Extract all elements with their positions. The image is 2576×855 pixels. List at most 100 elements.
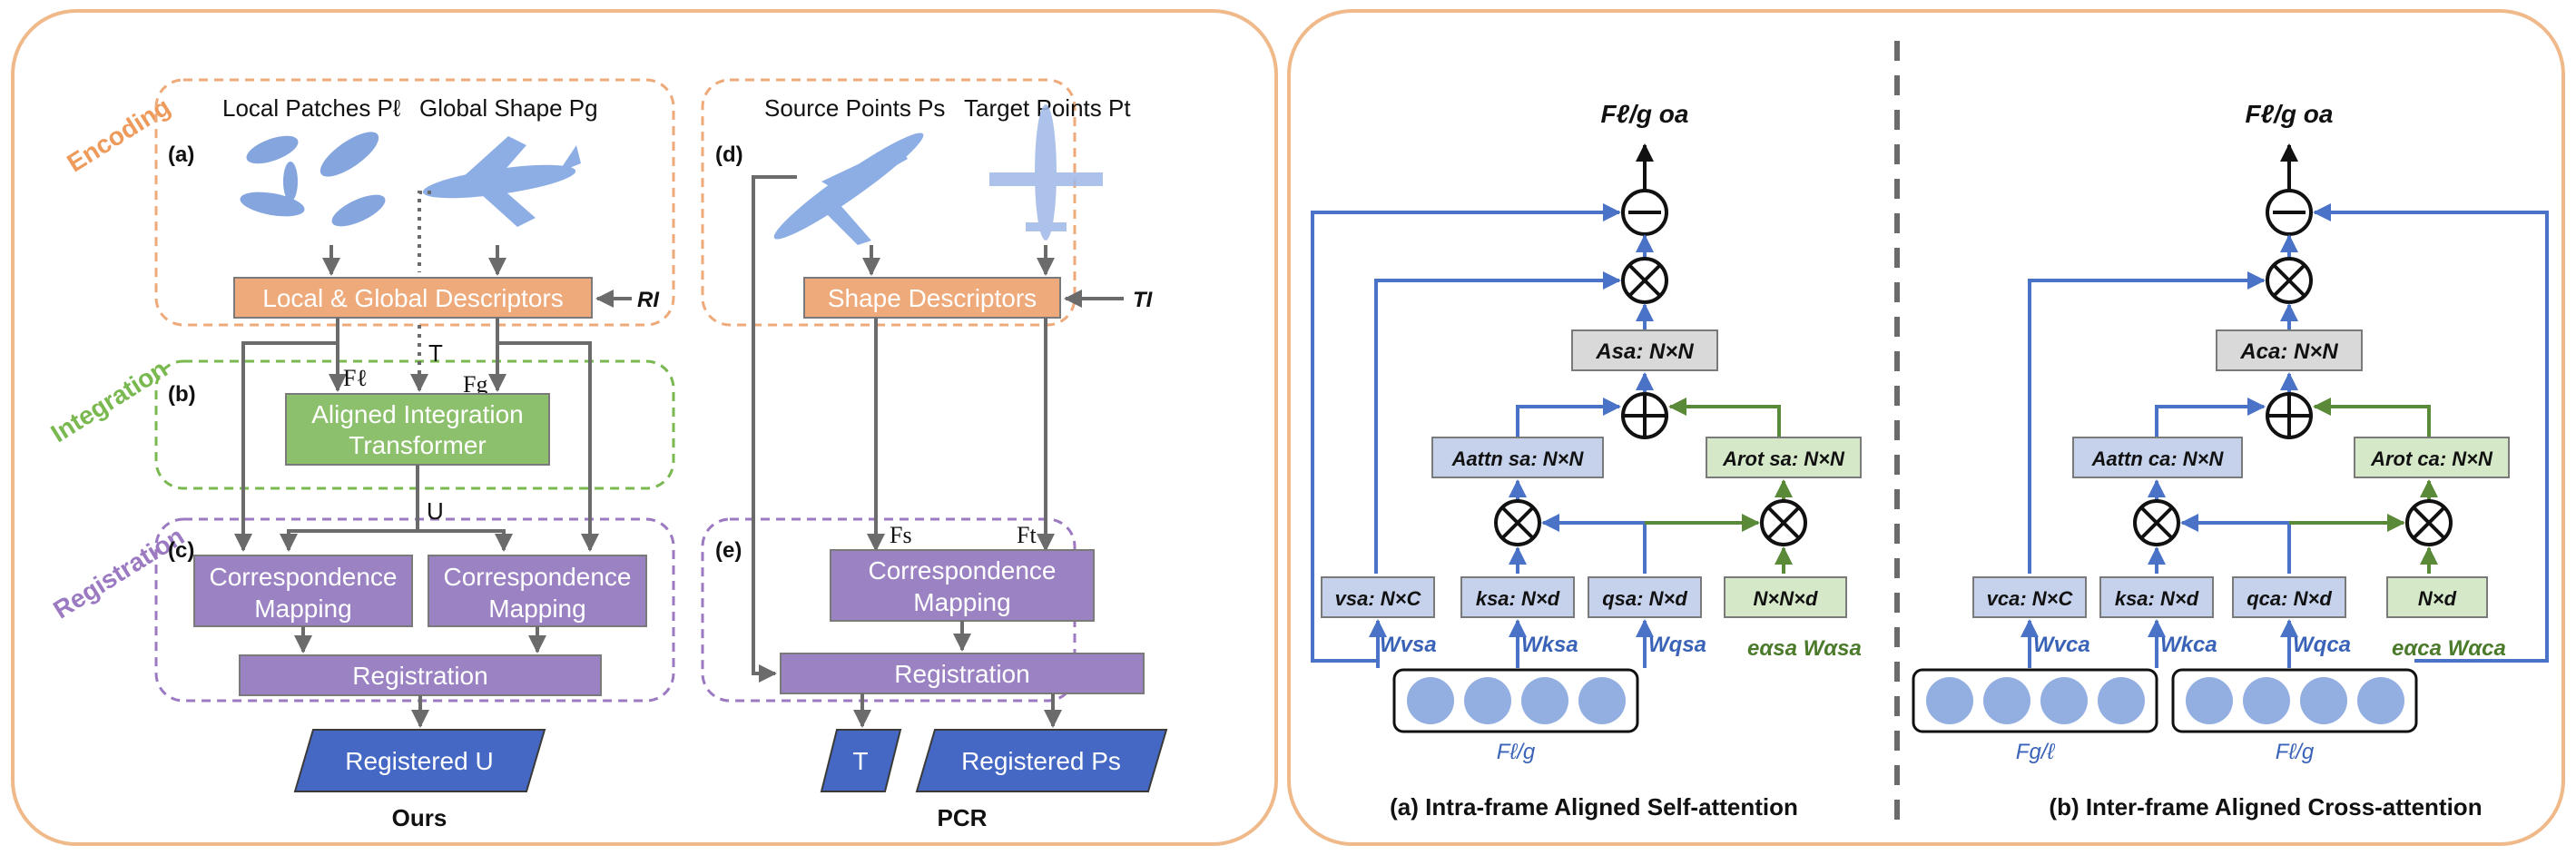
ca-q-to-mulk (2180, 514, 2291, 574)
ca-mulk-b (2140, 506, 2173, 539)
pcr-t-text: T (852, 747, 868, 775)
self-attention-block: Fℓ/g oa Asa: N×N Aattn sa: N×N Arot sa: … (1311, 100, 1862, 821)
t-dotted-path (418, 191, 431, 272)
sa-ew-label: eαsa Wαsa (1747, 636, 1862, 661)
ca-left-token-4 (2098, 677, 2145, 724)
shape-descriptors-box (803, 277, 1061, 319)
f-local-branch-left (234, 318, 339, 552)
ours-corr-left-line1: Correspondence (209, 563, 397, 591)
sa-a-text: Asa: N×N (1595, 339, 1694, 364)
ours-registration-region (154, 517, 675, 703)
local-global-descriptors-box (233, 277, 593, 319)
ca-v-box (1972, 576, 2087, 618)
ca-wk-label: Wkca (2160, 633, 2217, 657)
ca-attn-to-plus (2155, 398, 2266, 437)
u-to-left-corr (280, 529, 418, 552)
ours-corr-left-line2: Mapping (254, 595, 351, 623)
panel-b-label: (b) (168, 382, 196, 407)
ca-attn-box (2072, 437, 2243, 478)
ca-wq-label: Wqca (2293, 633, 2351, 657)
ca-left-token-3 (2040, 677, 2088, 724)
sa-attn-box (1431, 437, 1604, 478)
ca-ew-label: eαca Wαca (2392, 636, 2506, 661)
ca-feature-right-label: Fℓ/g (2276, 740, 2315, 764)
ca-feature-right-container (2171, 668, 2418, 733)
pcr-corr-line2: Mapping (913, 588, 1010, 616)
ca-a-text: Aca: N×N (2239, 339, 2338, 364)
ours-integration-region (154, 359, 675, 490)
sa-wk-label: Wksa (1521, 633, 1578, 657)
local-patches-pointcloud (240, 132, 386, 227)
panel-c-label: (c) (168, 538, 194, 563)
ca-attn-text: Aattn ca: N×N (2091, 447, 2225, 470)
ours-caption: Ours (392, 804, 447, 831)
fs-label: Fs (890, 522, 912, 548)
sa-v-box (1321, 576, 1435, 618)
ours-registration-box (239, 654, 602, 696)
sa-attn-text: Aattn sa: N×N (1451, 447, 1585, 470)
sa-skip-to-minus (1311, 203, 1621, 663)
sa-rot-to-plus (1668, 398, 1781, 437)
local-global-descriptors-text: Local & Global Descriptors (262, 284, 563, 312)
sa-k-box (1460, 576, 1575, 618)
sa-wv-label: Wvsa (1380, 633, 1437, 657)
t-label: T (428, 339, 443, 367)
ca-right-token-4 (2357, 677, 2404, 724)
f-global-branch-right (496, 318, 599, 552)
left-figure-frame (11, 9, 1278, 846)
ca-k-box (2099, 576, 2214, 618)
panel-d-label: (d) (715, 142, 743, 167)
registered-ps-output (915, 729, 1168, 792)
sa-e-box (1724, 576, 1847, 618)
sa-v-text: vsa: N×C (1335, 587, 1422, 610)
ca-rot-text: Arot ca: N×N (2370, 447, 2493, 470)
sa-feature-label: Fℓ/g (1497, 740, 1536, 764)
source-points-label: Source Points Ps (764, 94, 945, 122)
registered-ps-text: Registered Ps (961, 747, 1121, 775)
ca-q-text: qca: N×d (2247, 587, 2332, 610)
sa-mulk-b (1501, 506, 1534, 539)
ca-k-text: ksa: N×d (2115, 587, 2199, 610)
ft-label: Ft (1017, 522, 1037, 548)
ca-caption: (b) Inter-frame Aligned Cross-attention (2049, 793, 2482, 821)
ca-feature-left-label: Fg/ℓ (2016, 740, 2056, 764)
shape-descriptors-text: Shape Descriptors (828, 284, 1037, 312)
sa-v-to-mul-top (1374, 271, 1621, 574)
cross-attention-block: Fℓ/g oa Aca: N×N Aattn ca: N×N Arot ca: … (1912, 100, 2549, 821)
u-to-right-corr (418, 529, 513, 552)
sa-mulr-b (1767, 506, 1800, 539)
ca-q-box (2232, 576, 2346, 618)
ours-registration-text: Registration (352, 662, 487, 690)
ca-mulr-b (2413, 506, 2445, 539)
ca-right-token-3 (2300, 677, 2347, 724)
integration-line2: Transformer (349, 431, 486, 459)
source-points-pointcloud (773, 133, 924, 245)
ca-left-token-2 (1983, 677, 2030, 724)
sa-token-4 (1578, 677, 1626, 724)
sa-rot-box (1706, 437, 1862, 478)
u-label: U (427, 497, 444, 525)
pcr-corr-line1: Correspondence (868, 556, 1056, 585)
pcr-t-output (820, 729, 902, 792)
aligned-integration-transformer-box (285, 393, 550, 466)
ca-right-token-2 (2243, 677, 2290, 724)
pcr-encoding-region (701, 78, 1077, 327)
sa-a-box (1571, 329, 1718, 371)
panel-a-label: (a) (168, 142, 194, 167)
ti-label: TI (1133, 288, 1154, 312)
source-skip-to-registration (752, 175, 797, 683)
sa-caption: (a) Intra-frame Aligned Self-attention (1390, 793, 1798, 821)
pcr-registration-box (780, 653, 1145, 694)
sa-wq-label: Wqsa (1648, 633, 1706, 657)
ours-encoding-region (154, 78, 675, 327)
pcr-caption: PCR (938, 804, 988, 831)
sa-feature-container (1392, 668, 1639, 733)
sa-q-to-mulk (1541, 514, 1647, 574)
registration-stage-label: Registration (48, 522, 189, 624)
sa-rot-text: Arot sa: N×N (1722, 447, 1845, 470)
integration-line1: Aligned Integration (311, 400, 524, 428)
sa-q-box (1588, 576, 1702, 618)
registered-u-text: Registered U (345, 747, 493, 775)
sa-k-text: ksa: N×d (1476, 587, 1560, 610)
